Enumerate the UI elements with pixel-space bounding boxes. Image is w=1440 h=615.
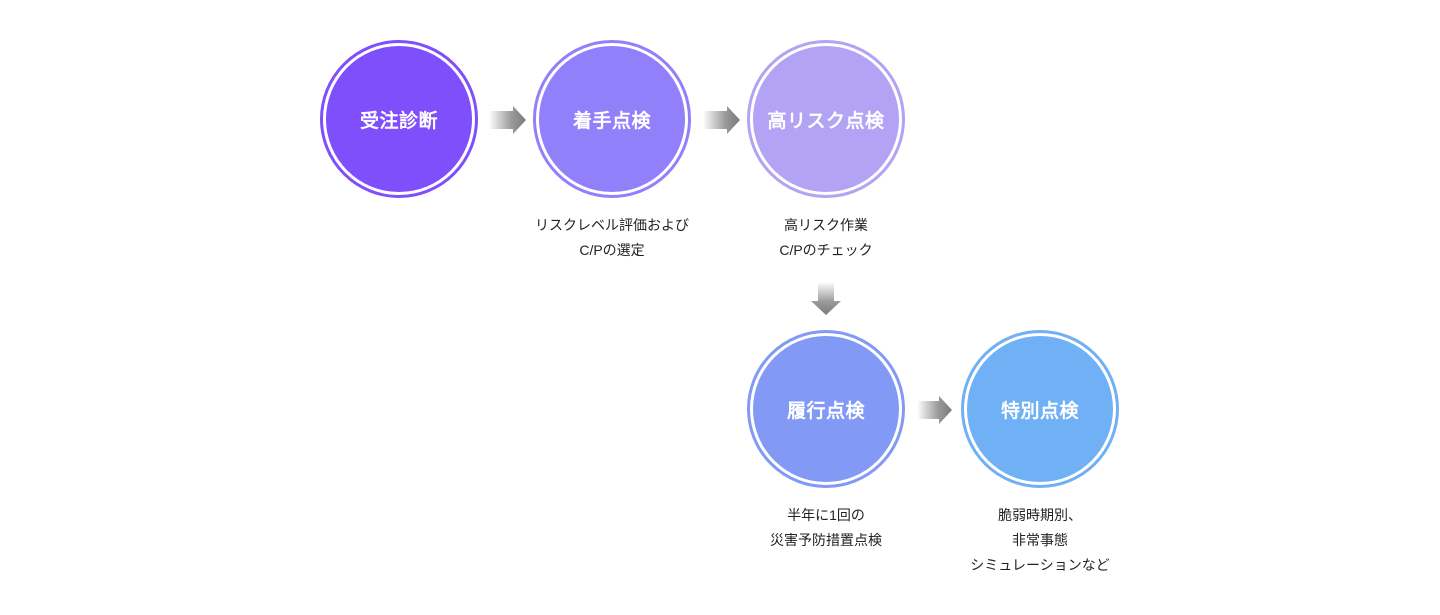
step-description-high-risk-inspection: 高リスク作業 C/Pのチェック (706, 213, 946, 263)
description-line: 非常事態 (1012, 532, 1068, 548)
description-line: 半年に1回の (787, 507, 865, 523)
step-title: 受注診断 (359, 110, 438, 132)
arrow-down-icon (811, 282, 841, 316)
arrow-right-icon (489, 106, 527, 134)
step-title: 高リスク点検 (767, 110, 885, 132)
step-description-start-inspection: リスクレベル評価および C/Pの選定 (492, 213, 732, 263)
description-line: 高リスク作業 (784, 217, 868, 233)
arrow-right-icon (917, 396, 953, 424)
step-special-inspection: 特別点検 (961, 330, 1119, 488)
step-description-performance-inspection: 半年に1回の 災害予防措置点検 (706, 503, 946, 553)
description-line: シミュレーションなど (970, 557, 1110, 573)
step-circle-fill: 受注診断 (326, 46, 472, 192)
step-high-risk-inspection: 高リスク点検 (747, 40, 905, 198)
arrow-right-icon (703, 106, 741, 134)
step-circle-fill: 履行点検 (753, 336, 899, 482)
step-title: 履行点検 (786, 400, 865, 422)
step-circle-fill: 高リスク点検 (753, 46, 899, 192)
step-order-diagnosis: 受注診断 (320, 40, 478, 198)
description-line: 災害予防措置点検 (770, 532, 882, 548)
step-circle-fill: 特別点検 (967, 336, 1113, 482)
step-start-inspection: 着手点検 (533, 40, 691, 198)
step-performance-inspection: 履行点検 (747, 330, 905, 488)
description-line: C/Pの選定 (579, 242, 645, 258)
step-title: 特別点検 (1000, 400, 1079, 422)
step-title: 着手点検 (572, 110, 651, 132)
description-line: 脆弱時期別、 (998, 507, 1082, 523)
step-circle-fill: 着手点検 (539, 46, 685, 192)
step-description-special-inspection: 脆弱時期別、 非常事態 シミュレーションなど (920, 503, 1160, 578)
description-line: リスクレベル評価および (535, 217, 689, 233)
description-line: C/Pのチェック (779, 242, 873, 258)
